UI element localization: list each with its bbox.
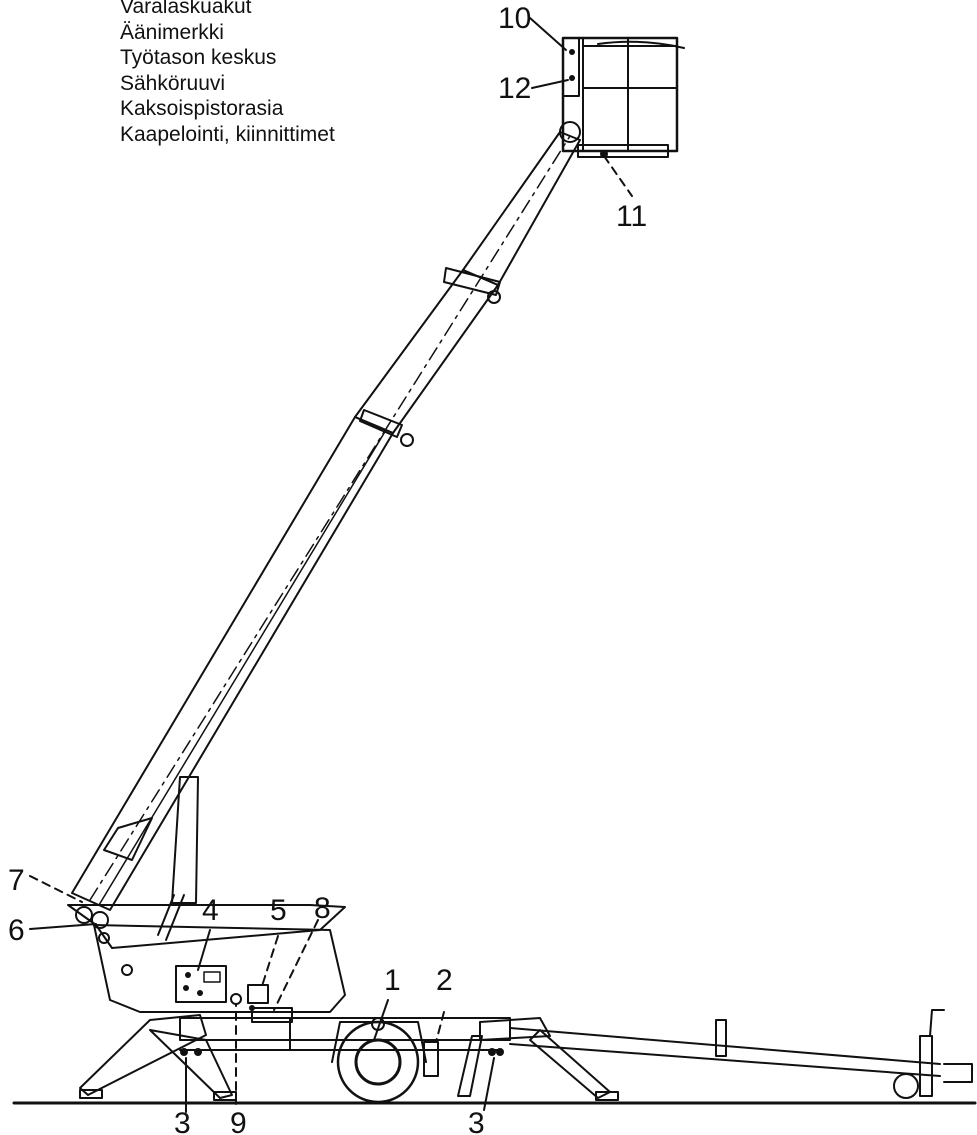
callout-4: 4 (202, 894, 219, 927)
callout-10: 10 (498, 2, 531, 35)
outriggers (79, 1014, 619, 1101)
legend-item-cabling-fasteners: Kaapelointi, kiinnittimet (120, 122, 335, 146)
legend-item-spare-batteries: Varalaskuakut (120, 0, 252, 18)
callout-7: 7 (8, 864, 25, 897)
callout-1: 1 (384, 964, 401, 997)
telescopic-boom (71, 131, 581, 911)
callout-6: 6 (8, 914, 25, 947)
component-legend: Varalaskuakut Äänimerkki Työtason keskus… (120, 0, 335, 147)
turret (67, 904, 346, 1023)
callout-3-left: 3 (174, 1107, 191, 1135)
legend-item-horn: Äänimerkki (120, 20, 224, 44)
callout-leaders (29, 17, 633, 1113)
legend-item-platform-control-center: Työtason keskus (120, 46, 277, 69)
legend-item-electric-screw: Sähköruuvi (120, 71, 226, 95)
legend-item-double-socket: Kaksoispistorasia (120, 97, 284, 120)
trailer-chassis (179, 1009, 973, 1104)
callout-8: 8 (314, 892, 331, 925)
callout-2: 2 (436, 964, 453, 997)
lift-cylinder (157, 776, 199, 941)
callout-5: 5 (270, 894, 287, 927)
callout-12: 12 (498, 72, 531, 105)
callout-11: 11 (616, 200, 647, 233)
callout-3-right: 3 (468, 1107, 485, 1135)
callout-9: 9 (230, 1107, 247, 1135)
work-platform-basket (559, 36, 685, 158)
